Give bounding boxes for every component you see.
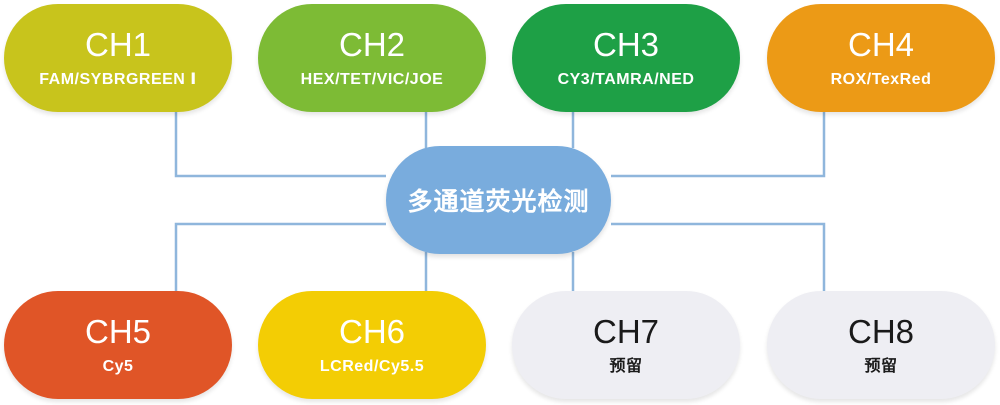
- channel-ch5: CH5 Cy5: [4, 291, 232, 399]
- channel-name: CH8: [847, 313, 915, 350]
- connector-ch8: [611, 222, 826, 291]
- channel-name: CH3: [592, 26, 660, 63]
- hub-label: 多通道荧光检测: [407, 188, 590, 216]
- connector-ch4: [611, 112, 826, 178]
- channel-ch6: CH6 LCRed/Cy5.5: [258, 291, 486, 399]
- channel-dye: HEX/TET/VIC/JOE: [300, 71, 444, 88]
- hub-node: 多通道荧光检测: [386, 146, 611, 254]
- channel-name: CH5: [84, 313, 152, 350]
- channel-name: CH1: [84, 26, 152, 63]
- channel-name: CH6: [338, 313, 406, 350]
- connector-ch1: [174, 112, 386, 178]
- channel-ch1: CH1 FAM/SYBRGREEN Ⅰ: [4, 4, 232, 112]
- channel-ch4: CH4 ROX/TexRed: [767, 4, 995, 112]
- channel-dye: CY3/TAMRA/NED: [557, 71, 695, 88]
- channel-ch3: CH3 CY3/TAMRA/NED: [512, 4, 740, 112]
- channel-ch2: CH2 HEX/TET/VIC/JOE: [258, 4, 486, 112]
- channel-name: CH7: [592, 313, 660, 350]
- channel-dye: 预留: [864, 358, 898, 375]
- channel-ch8: CH8 预留: [767, 291, 995, 399]
- channel-dye: 预留: [609, 358, 643, 375]
- channel-dye: LCRed/Cy5.5: [319, 358, 425, 375]
- channel-name: CH4: [847, 26, 915, 63]
- channel-dye: ROX/TexRed: [830, 71, 932, 88]
- connector-ch5: [174, 222, 386, 291]
- channel-dye: Cy5: [102, 358, 134, 375]
- channel-ch7: CH7 预留: [512, 291, 740, 399]
- channel-name: CH2: [338, 26, 406, 63]
- channel-dye: FAM/SYBRGREEN Ⅰ: [39, 71, 197, 88]
